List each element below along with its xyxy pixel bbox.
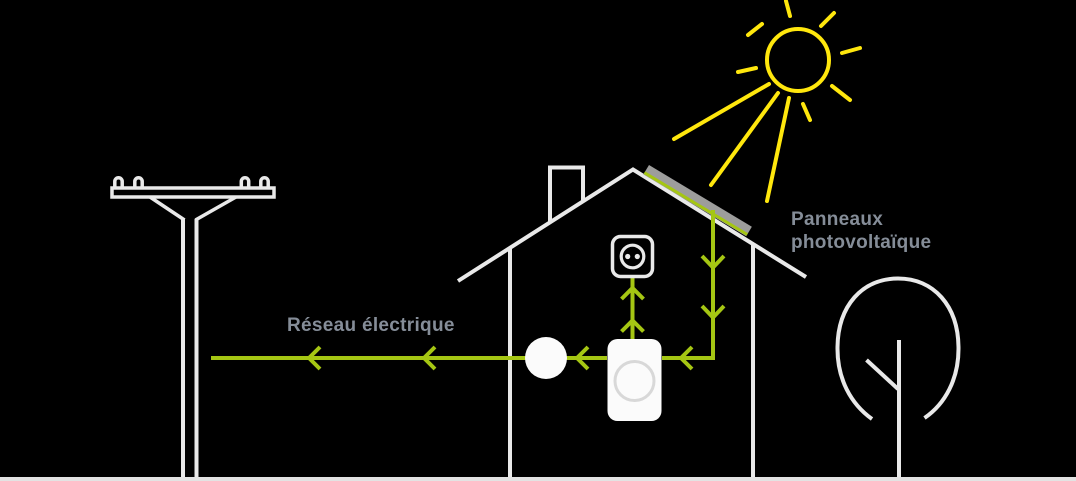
arrow-up-icon [620,285,645,301]
chimney [548,165,585,222]
panels-label-line2: photovoltaïque [791,232,932,253]
arrow-down-icon [700,304,726,321]
power-outlet-icon [610,234,655,279]
house-icon [456,165,808,477]
house-walls [508,245,755,477]
arrow-left-icon [421,345,437,371]
arrow-left-icon [574,345,590,371]
ground-line [0,477,1076,481]
arrow-left-icon [306,345,322,371]
tree-icon [835,276,961,478]
arrow-left-icon [678,345,694,371]
sun-icon [672,0,862,203]
panels-label-line1: Panneaux [791,209,884,230]
roof [456,167,808,283]
meter-icon [525,337,567,379]
grid-label: Réseau électrique [287,315,455,336]
arrow-down-icon [700,254,726,271]
arrow-up-icon [620,317,645,333]
solar-panel-icon [643,165,752,237]
inverter-icon [607,339,662,421]
utility-pole-icon [110,176,276,477]
